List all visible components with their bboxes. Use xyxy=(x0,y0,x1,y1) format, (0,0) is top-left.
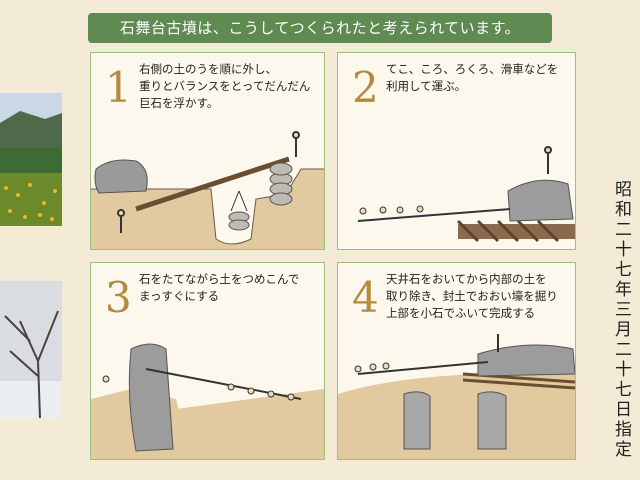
page-title: 石舞台古墳は、こうしてつくられたと考えられています。 xyxy=(88,13,552,43)
step-description: 右側の土のうを順に外し、 重りとバランスをとってだんだん 巨石を浮かす。 xyxy=(139,62,311,110)
step-panel-3: 3 石をたてながら土をつめこんで まっすぐにする xyxy=(90,262,325,460)
hauling-illustration xyxy=(357,146,575,243)
step-panel-4: 4 天井石をおいてから内部の土を 取り除き、封土でおおい壕を掘り 上部を小石でふ… xyxy=(337,262,576,460)
step-number: 1 xyxy=(105,63,132,112)
tree-photo-bottom xyxy=(0,281,62,418)
step-number: 3 xyxy=(105,273,132,322)
step-panel-2: 2 てこ、ころ、ろくろ、滑車などを 利用して運ぶ。 xyxy=(337,52,576,250)
capstone-illustration xyxy=(338,334,575,459)
step-description: てこ、ころ、ろくろ、滑車などを 利用して運ぶ。 xyxy=(386,62,559,93)
lever-illustration xyxy=(91,131,324,249)
designation-date: 昭和二十七年三月二十七日指定 xyxy=(611,180,631,460)
step-panel-1: 1 右側の土のうを順に外し、 重りとバランスをとってだんだん 巨石を浮かす。 xyxy=(90,52,325,250)
step-number: 2 xyxy=(352,63,379,112)
raising-stone-illustration xyxy=(91,343,324,459)
step-description: 石をたてながら土をつめこんで まっすぐにする xyxy=(139,272,300,303)
step-number: 4 xyxy=(352,273,379,322)
landscape-photo-top xyxy=(0,93,62,226)
step-description: 天井石をおいてから内部の土を 取り除き、封土でおおい壕を掘り 上部を小石でふいて… xyxy=(386,272,558,320)
